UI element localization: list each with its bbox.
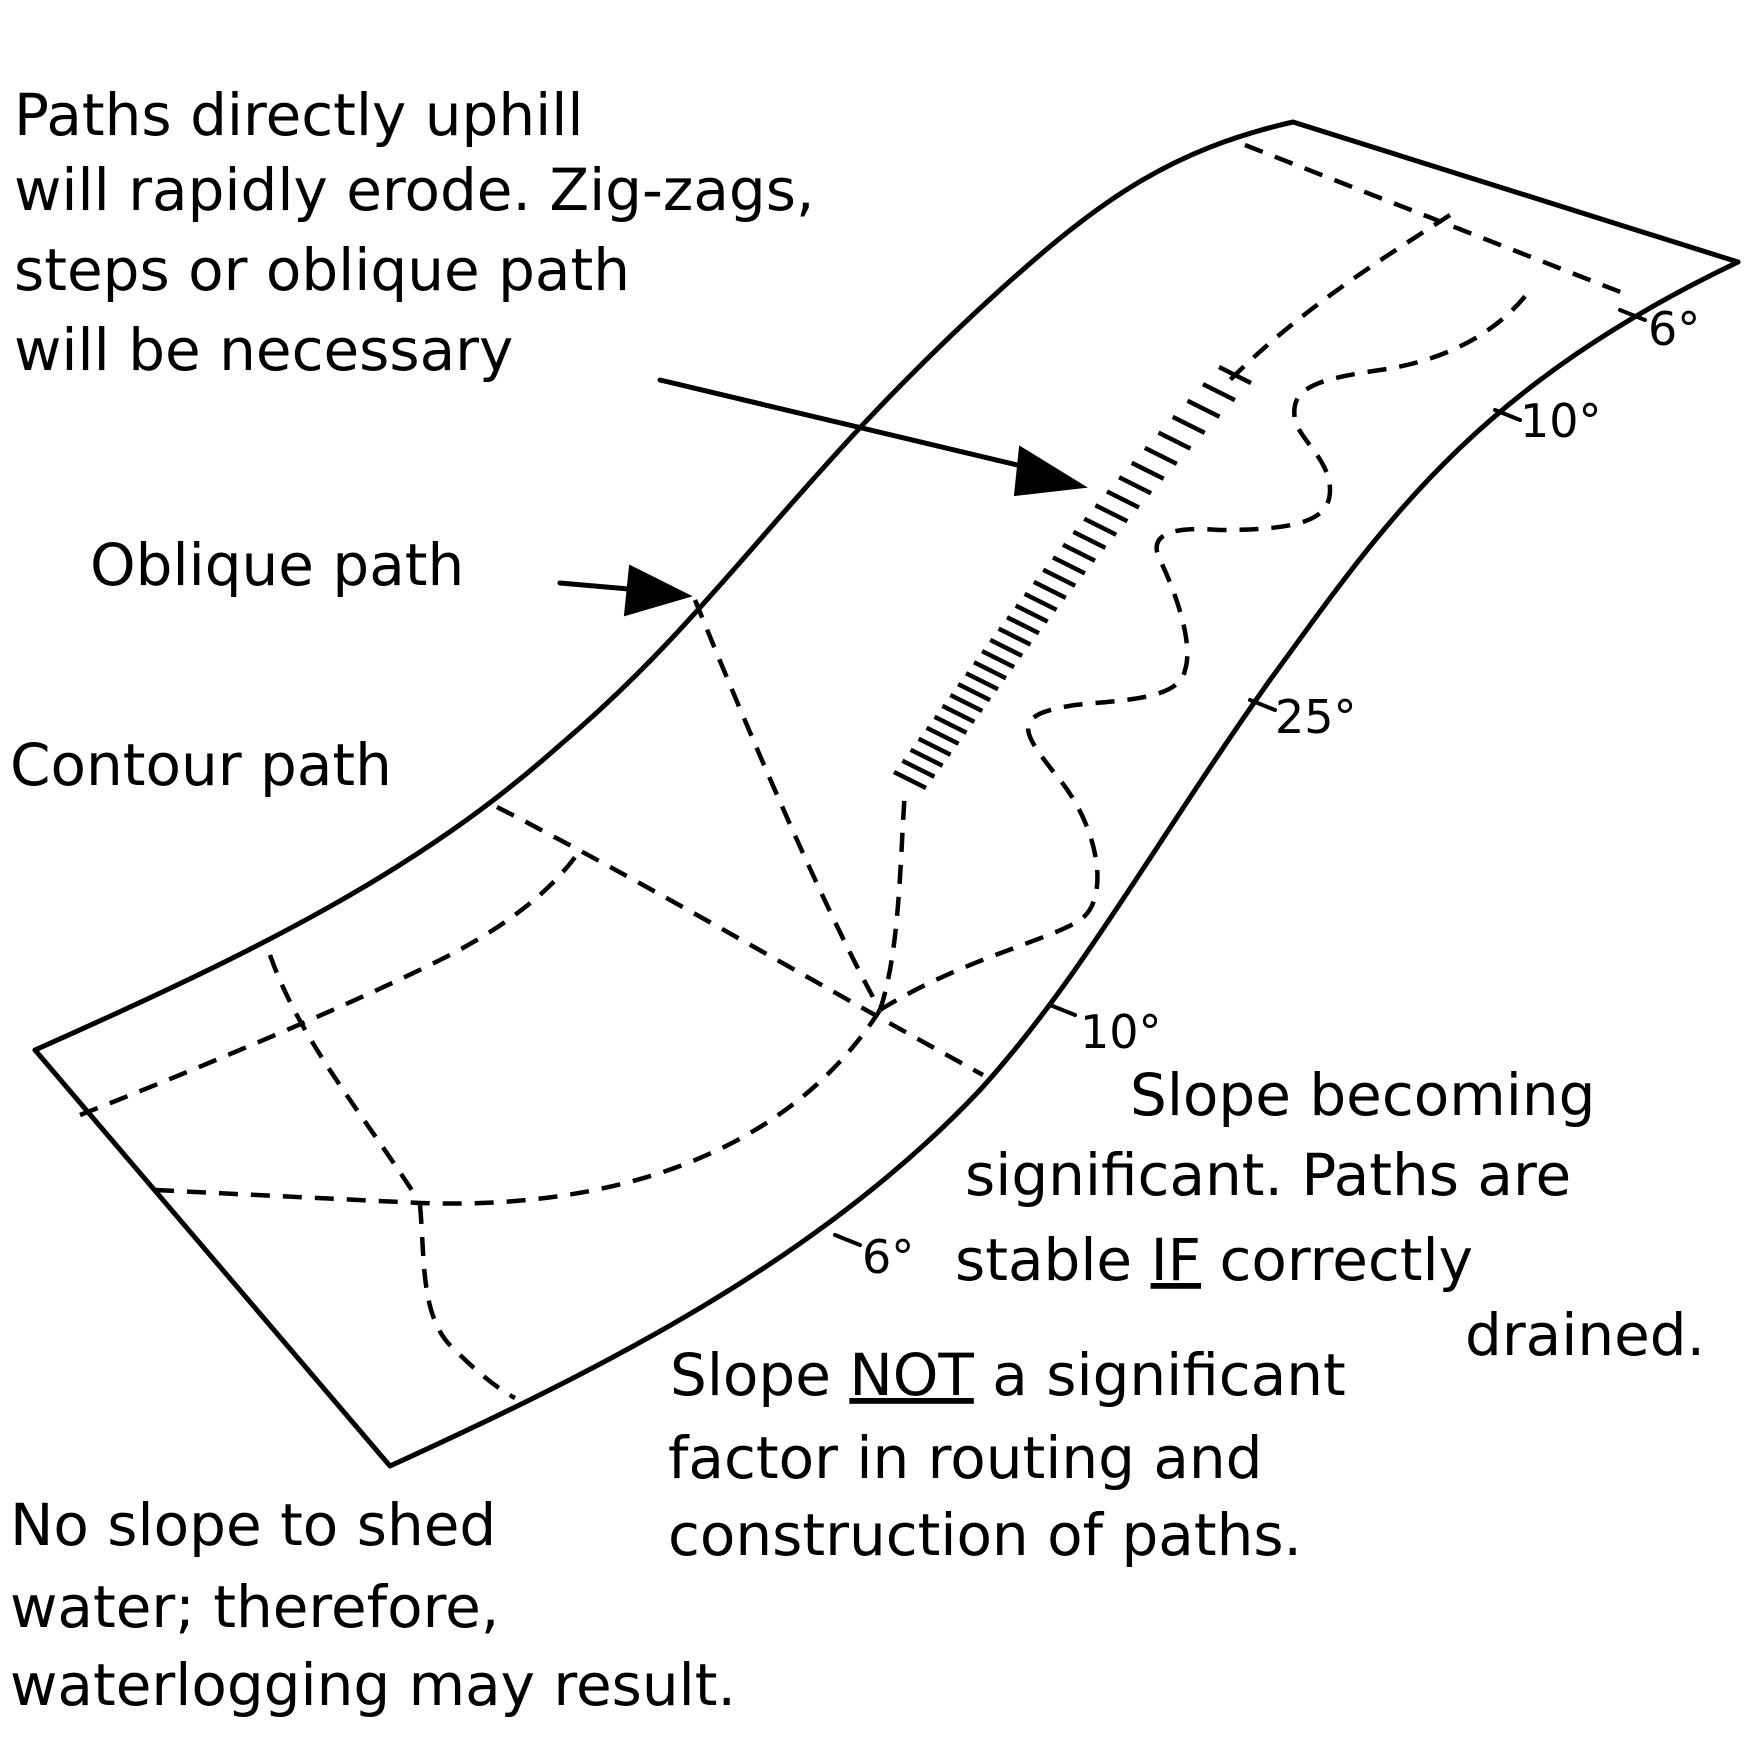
- angle-label-10-bottom: 10°: [1080, 1005, 1162, 1059]
- hatch-mark: [1105, 489, 1141, 510]
- zigzag-path-line: [878, 288, 1532, 1012]
- eroded-uphill-hatching: [892, 364, 1253, 791]
- upper-oblique-path-line: [1228, 213, 1452, 382]
- slope-top-edge: [32, 119, 1741, 1053]
- angle-label-25: 25°: [1275, 690, 1357, 744]
- slope-bottom-edge: [32, 259, 1741, 1469]
- svg-text:will rapidly erode. Zig-zags,: will rapidly erode. Zig-zags,: [14, 156, 814, 224]
- hatch-mark: [1061, 542, 1097, 563]
- svg-text:Paths directly uphill: Paths directly uphill: [14, 81, 583, 149]
- hatch-mark: [1094, 503, 1129, 524]
- hatch-mark: [1014, 603, 1049, 624]
- hatch-mark: [1005, 615, 1041, 636]
- hatch-mark: [1143, 445, 1178, 466]
- hatch-mark: [1023, 591, 1058, 612]
- lower-oblique-path-1: [267, 954, 417, 1197]
- dashed-paths: [79, 142, 1629, 1400]
- hatch-mark: [925, 725, 960, 746]
- hatch-mark: [997, 626, 1032, 647]
- oblique-path-line: [692, 599, 882, 1012]
- oblique-path-label: Oblique path: [90, 531, 464, 599]
- hatch-mark: [909, 747, 944, 768]
- hatch-mark: [933, 714, 968, 735]
- no-slope-note: No slope to shed water; therefore, water…: [10, 1491, 736, 1719]
- svg-text:steps or oblique path: steps or oblique path: [14, 236, 630, 304]
- hatch-mark: [1032, 579, 1067, 600]
- ridge-path-line: [1244, 142, 1629, 298]
- svg-text:stable IF correctly: stable IF correctly: [955, 1226, 1473, 1294]
- oblique-arrow: [557, 564, 693, 617]
- hatch-mark: [901, 758, 936, 779]
- hatch-mark: [1051, 555, 1086, 576]
- hatch-mark: [1171, 414, 1206, 435]
- hatch-mark: [1118, 475, 1153, 496]
- hatch-mark: [1186, 398, 1221, 419]
- svg-text:No slope to shed: No slope to shed: [10, 1491, 496, 1559]
- hatch-mark: [1083, 516, 1118, 537]
- hatch-mark: [1157, 430, 1192, 451]
- lower-oblique-path-2: [417, 1204, 517, 1400]
- uphill-path-line: [877, 789, 908, 1011]
- svg-text:factor in routing and: factor in routing and: [668, 1424, 1262, 1492]
- angle-label-10-top: 10°: [1520, 394, 1602, 448]
- svg-text:Slope NOT a significant: Slope NOT a significant: [670, 1341, 1346, 1409]
- svg-text:construction of paths.: construction of paths.: [668, 1501, 1302, 1569]
- hatch-mark: [989, 637, 1024, 658]
- hatch-mark: [1130, 460, 1165, 481]
- svg-text:significant. Paths are: significant. Paths are: [965, 1141, 1571, 1209]
- not-significant-slope-note: Slope NOT a significant factor in routin…: [668, 1341, 1346, 1569]
- angle-label-6-bottom: 6°: [862, 1230, 914, 1284]
- svg-text:waterlogging may result.: waterlogging may result.: [10, 1651, 736, 1719]
- svg-text:water; therefore,: water; therefore,: [10, 1573, 499, 1641]
- hatch-mark: [1201, 382, 1236, 403]
- contour-path-label: Contour path: [10, 731, 392, 799]
- hatch-mark: [964, 671, 1000, 692]
- lower-contour-path-2: [154, 1008, 882, 1206]
- hatch-mark: [957, 682, 992, 703]
- hatch-mark: [981, 649, 1016, 670]
- hatch-mark: [941, 703, 976, 724]
- angle-label-6-top: 6°: [1648, 302, 1700, 356]
- hatch-mark: [1042, 567, 1077, 588]
- hatch-mark: [949, 692, 984, 714]
- svg-text:Slope becoming: Slope becoming: [1130, 1061, 1595, 1129]
- svg-text:drained.: drained.: [1465, 1301, 1705, 1369]
- uphill-arrow: [657, 377, 1088, 497]
- svg-text:will be necessary: will be necessary: [14, 316, 513, 384]
- lower-contour-path-1: [79, 848, 582, 1118]
- hatch-mark: [1072, 529, 1107, 550]
- contour-path-line: [495, 804, 985, 1077]
- hatch-mark: [972, 660, 1008, 681]
- hatch-mark: [892, 769, 928, 791]
- significant-slope-note: Slope becoming significant. Paths are st…: [955, 1061, 1705, 1369]
- uphill-note: Paths directly uphill will rapidly erode…: [14, 81, 814, 384]
- angle-ticks: [833, 308, 1647, 1247]
- hatch-mark: [917, 736, 952, 757]
- hatch-mark: [1217, 364, 1253, 386]
